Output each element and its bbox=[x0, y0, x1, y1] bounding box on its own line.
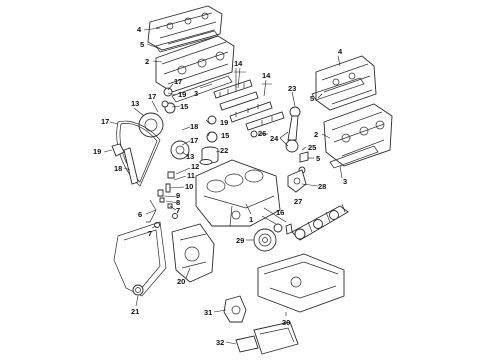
left-valve-cover bbox=[147, 5, 223, 51]
callout-18: 18 bbox=[190, 122, 198, 131]
callout-3: 3 bbox=[194, 89, 198, 98]
camshafts-left bbox=[213, 79, 285, 131]
front-cover-gasket bbox=[113, 221, 167, 297]
camshaft-sprocket bbox=[138, 112, 164, 138]
callout-5-rod: 5 bbox=[316, 154, 320, 163]
pistons bbox=[199, 146, 219, 165]
callout-4: 4 bbox=[137, 25, 142, 34]
callout-11: 11 bbox=[187, 171, 195, 180]
oil-pickup bbox=[235, 335, 259, 353]
callout-15-upper: 15 bbox=[180, 102, 188, 111]
right-valve-cover-gasket bbox=[311, 77, 365, 101]
callout-3-right: 3 bbox=[343, 177, 347, 186]
part-19-center bbox=[207, 115, 217, 125]
callout-19-center: 19 bbox=[220, 118, 228, 127]
crankshaft bbox=[291, 203, 349, 241]
callout-17-chain: 17 bbox=[101, 117, 109, 126]
callout-6: 6 bbox=[138, 210, 142, 219]
oil-pump bbox=[223, 295, 247, 323]
callout-7-lower: 7 bbox=[148, 229, 152, 238]
timing-chain-tensioner bbox=[111, 143, 125, 157]
callout-32: 32 bbox=[216, 338, 224, 347]
callout-27: 27 bbox=[294, 197, 302, 206]
rear-main-seal bbox=[273, 223, 283, 233]
callout-14-right: 14 bbox=[262, 71, 271, 80]
chain-guide bbox=[123, 147, 139, 185]
callout-labels: 4 5 2 3 17 19 15 14 14 13 17 17 19 18 18… bbox=[93, 25, 347, 347]
callout-19-tensioner: 19 bbox=[93, 147, 101, 156]
callout-15-center: 15 bbox=[221, 131, 229, 140]
callout-2: 2 bbox=[145, 57, 149, 66]
callout-7: 7 bbox=[176, 206, 180, 215]
left-cylinder-head bbox=[155, 35, 235, 93]
callout-12: 12 bbox=[191, 162, 199, 171]
callout-23: 23 bbox=[288, 84, 296, 93]
front-crank-seal bbox=[132, 284, 144, 296]
leader-lines bbox=[103, 27, 343, 345]
part-26-hydraulic-lifter bbox=[250, 130, 258, 138]
callout-24: 24 bbox=[270, 134, 279, 143]
callout-20: 20 bbox=[177, 277, 185, 286]
callout-5-right: 5 bbox=[310, 94, 314, 103]
callout-29: 29 bbox=[236, 236, 244, 245]
right-cylinder-head bbox=[323, 103, 393, 167]
callout-21: 21 bbox=[131, 307, 139, 316]
right-head-gasket bbox=[329, 145, 379, 169]
connecting-rod bbox=[285, 106, 309, 174]
callout-2-right: 2 bbox=[314, 130, 318, 139]
exhaust-manifold-gasket bbox=[287, 169, 307, 193]
callout-22: 22 bbox=[220, 146, 228, 155]
callout-9: 9 bbox=[176, 191, 180, 200]
sensor-and-fasteners bbox=[146, 171, 178, 228]
callout-13-lower: 13 bbox=[186, 152, 194, 161]
crankshaft-key bbox=[285, 223, 293, 235]
callout-8: 8 bbox=[176, 198, 180, 207]
callout-19-upper: 19 bbox=[178, 90, 186, 99]
callout-28: 28 bbox=[318, 182, 326, 191]
callout-26: 26 bbox=[258, 129, 266, 138]
callout-1: 1 bbox=[249, 215, 253, 224]
timing-sprocket-lower bbox=[170, 140, 190, 160]
callout-17-sprocket: 17 bbox=[148, 92, 156, 101]
callout-5: 5 bbox=[140, 40, 144, 49]
engine-block bbox=[195, 159, 281, 227]
part-17-upper bbox=[161, 100, 169, 108]
callout-10: 10 bbox=[185, 182, 193, 191]
callout-14-left: 14 bbox=[234, 59, 243, 68]
oil-pan-upper bbox=[257, 253, 345, 313]
callout-17-lower: 17 bbox=[190, 136, 198, 145]
callout-4-right: 4 bbox=[338, 47, 343, 56]
callout-31: 31 bbox=[204, 308, 212, 317]
callout-17-upper: 17 bbox=[174, 77, 182, 86]
callout-18-guide: 18 bbox=[114, 164, 122, 173]
callout-16: 16 bbox=[276, 208, 284, 217]
crankshaft-pulley bbox=[253, 228, 277, 252]
timing-cover bbox=[171, 223, 215, 283]
oil-pan-lower bbox=[253, 321, 299, 355]
left-head-gasket bbox=[171, 75, 233, 103]
callout-30: 30 bbox=[282, 318, 290, 327]
part-15-center bbox=[206, 131, 218, 143]
callout-13: 13 bbox=[131, 99, 139, 108]
callout-25: 25 bbox=[308, 143, 316, 152]
part-19-upper-left bbox=[163, 87, 173, 97]
